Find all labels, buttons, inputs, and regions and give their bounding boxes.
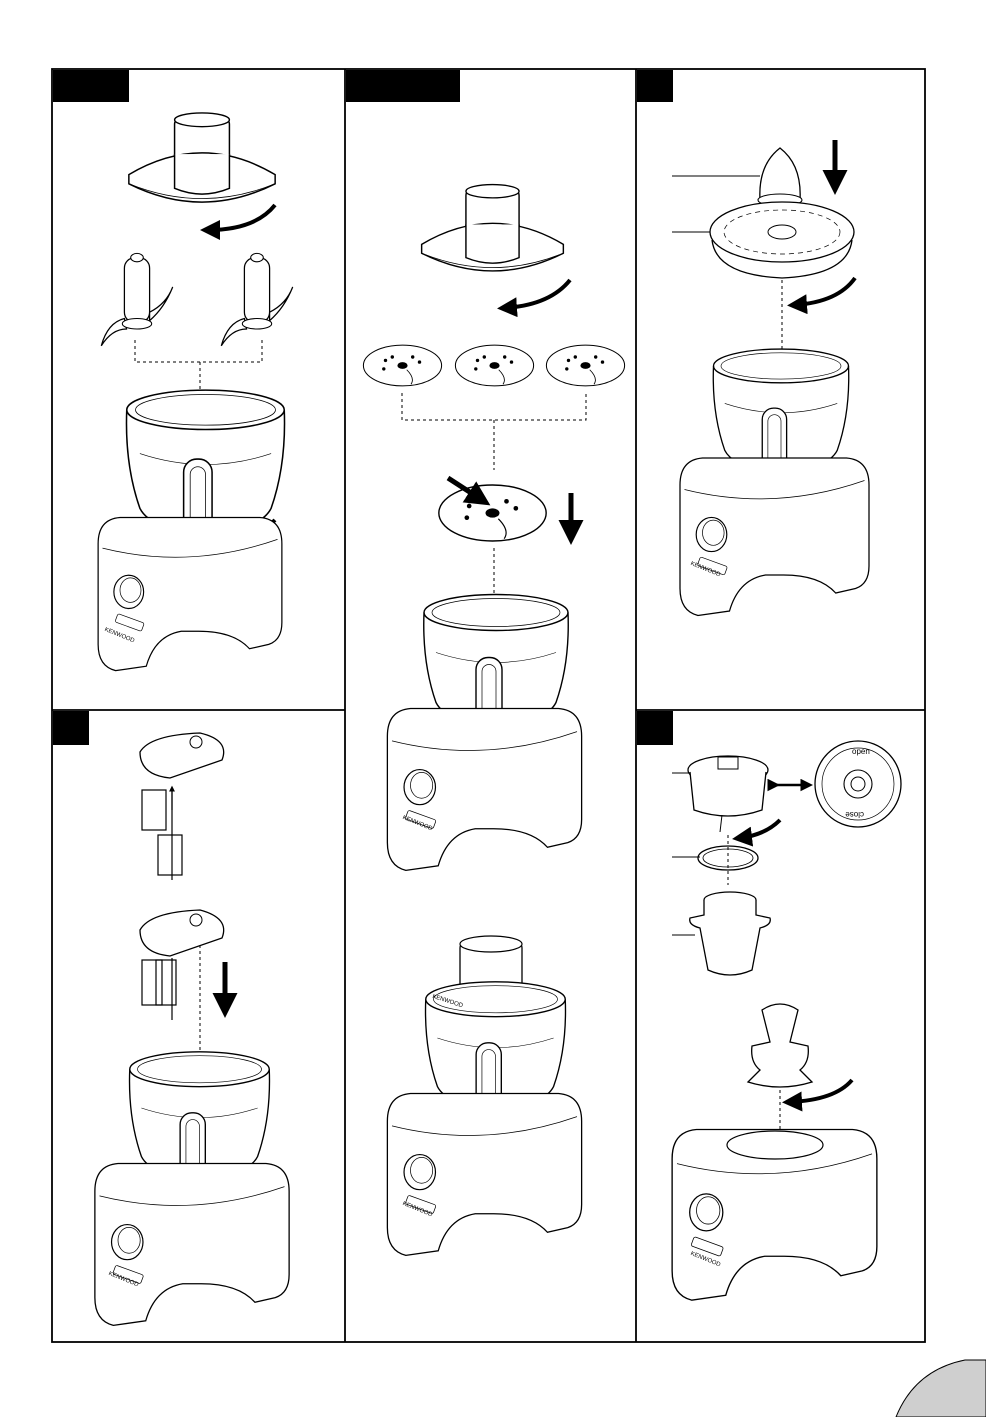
- juicer-cone: [760, 148, 800, 200]
- panel-knife-dough-tool: KENWOOD: [98, 113, 293, 671]
- whisk-head: [140, 910, 224, 956]
- panel-tab: [53, 711, 89, 745]
- juicer-sieve: [710, 202, 854, 262]
- panel-tab: [637, 711, 673, 745]
- mill-open-label: open: [852, 747, 870, 756]
- mill-close-label: close: [845, 810, 864, 819]
- rotate-arrow: [740, 820, 780, 838]
- rotate-arrow: [505, 280, 570, 308]
- panel-mill: open close KENWOOD: [672, 741, 901, 1300]
- panel-tab: [346, 70, 460, 102]
- panel-whisk: KENWOOD: [95, 733, 289, 1325]
- rotate-arrow: [208, 205, 275, 230]
- page-curl: [896, 1360, 986, 1417]
- rotate-arrow: [795, 278, 855, 305]
- panel-tab: [53, 70, 129, 102]
- panel-disc-fitting: KENWOOD KENWOOD KENWOOD: [363, 185, 624, 1256]
- panel-tab: [637, 70, 673, 102]
- panel-citrus-juicer: KENWOOD: [672, 140, 869, 616]
- whisk-head: [140, 733, 224, 778]
